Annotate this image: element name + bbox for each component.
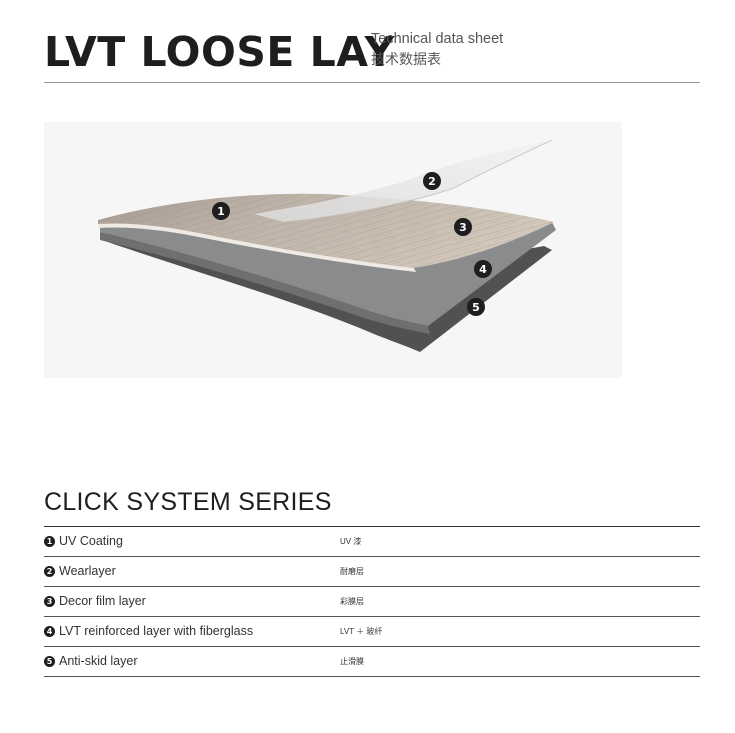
layer-name-en: Anti-skid layer [59,654,138,668]
layer-row: 2 Wearlayer 耐磨层 [44,557,700,587]
layer-name-en: UV Coating [59,534,123,548]
layer-structure-illustration: 1 2 3 4 5 [44,122,622,378]
page-title: LVT LOOSE LAY [44,28,395,76]
page-subtitle-cn: 技术数据表 [371,51,441,67]
layer-name-cn: 止滑膜 [340,657,364,666]
marker-2: 2 [423,172,441,190]
marker-5: 5 [467,298,485,316]
marker-3: 3 [454,218,472,236]
page-subtitle: Technical data sheet [371,31,504,47]
marker-4: 4 [474,260,492,278]
layer-name-en: LVT reinforced layer with fiberglass [59,624,254,638]
header-divider [44,82,700,83]
wearlayer-edge [283,139,553,223]
page-header: LVT LOOSE LAY Technical data sheet 技术数据表 [44,26,700,84]
decor-layer-edge [98,223,416,272]
layer-name-cn: LVT ＋ 玻纤 [340,627,383,636]
marker-1: 1 [212,202,230,220]
marker-2-label: 2 [428,175,436,188]
layer-row: 4 LVT reinforced layer with fiberglass L… [44,617,700,647]
marker-1-label: 1 [217,205,225,218]
layer-name-cn: 耐磨层 [340,567,364,576]
section-title: CLICK SYSTEM SERIES [44,488,332,516]
wood-grain-texture [98,193,554,268]
marker-4-label: 4 [479,263,487,276]
layer-number-badge: 3 [44,596,55,607]
wearlayer-shape [254,140,552,222]
layer-name-cn: 彩膜层 [340,597,364,606]
layer-row: 1 UV Coating UV 漆 [44,527,700,557]
layer-number-badge: 5 [44,656,55,667]
layer-list: 1 UV Coating UV 漆 2 Wearlayer 耐磨层 3 Deco… [44,527,700,677]
layer-number-badge: 2 [44,566,55,577]
layer-row: 3 Decor film layer 彩膜层 [44,587,700,617]
layer-number-badge: 4 [44,626,55,637]
layer-name-en: Wearlayer [59,564,116,578]
marker-3-label: 3 [459,221,467,234]
marker-5-label: 5 [472,301,480,314]
layer-name-cn: UV 漆 [340,537,362,546]
layer-name-en: Decor film layer [59,594,146,608]
layer-number-badge: 1 [44,536,55,547]
layer-row: 5 Anti-skid layer 止滑膜 [44,647,700,677]
layer-structure-svg: 1 2 3 4 5 [98,139,556,352]
section-divider [44,526,700,527]
lvt-layer-edge [100,232,430,334]
